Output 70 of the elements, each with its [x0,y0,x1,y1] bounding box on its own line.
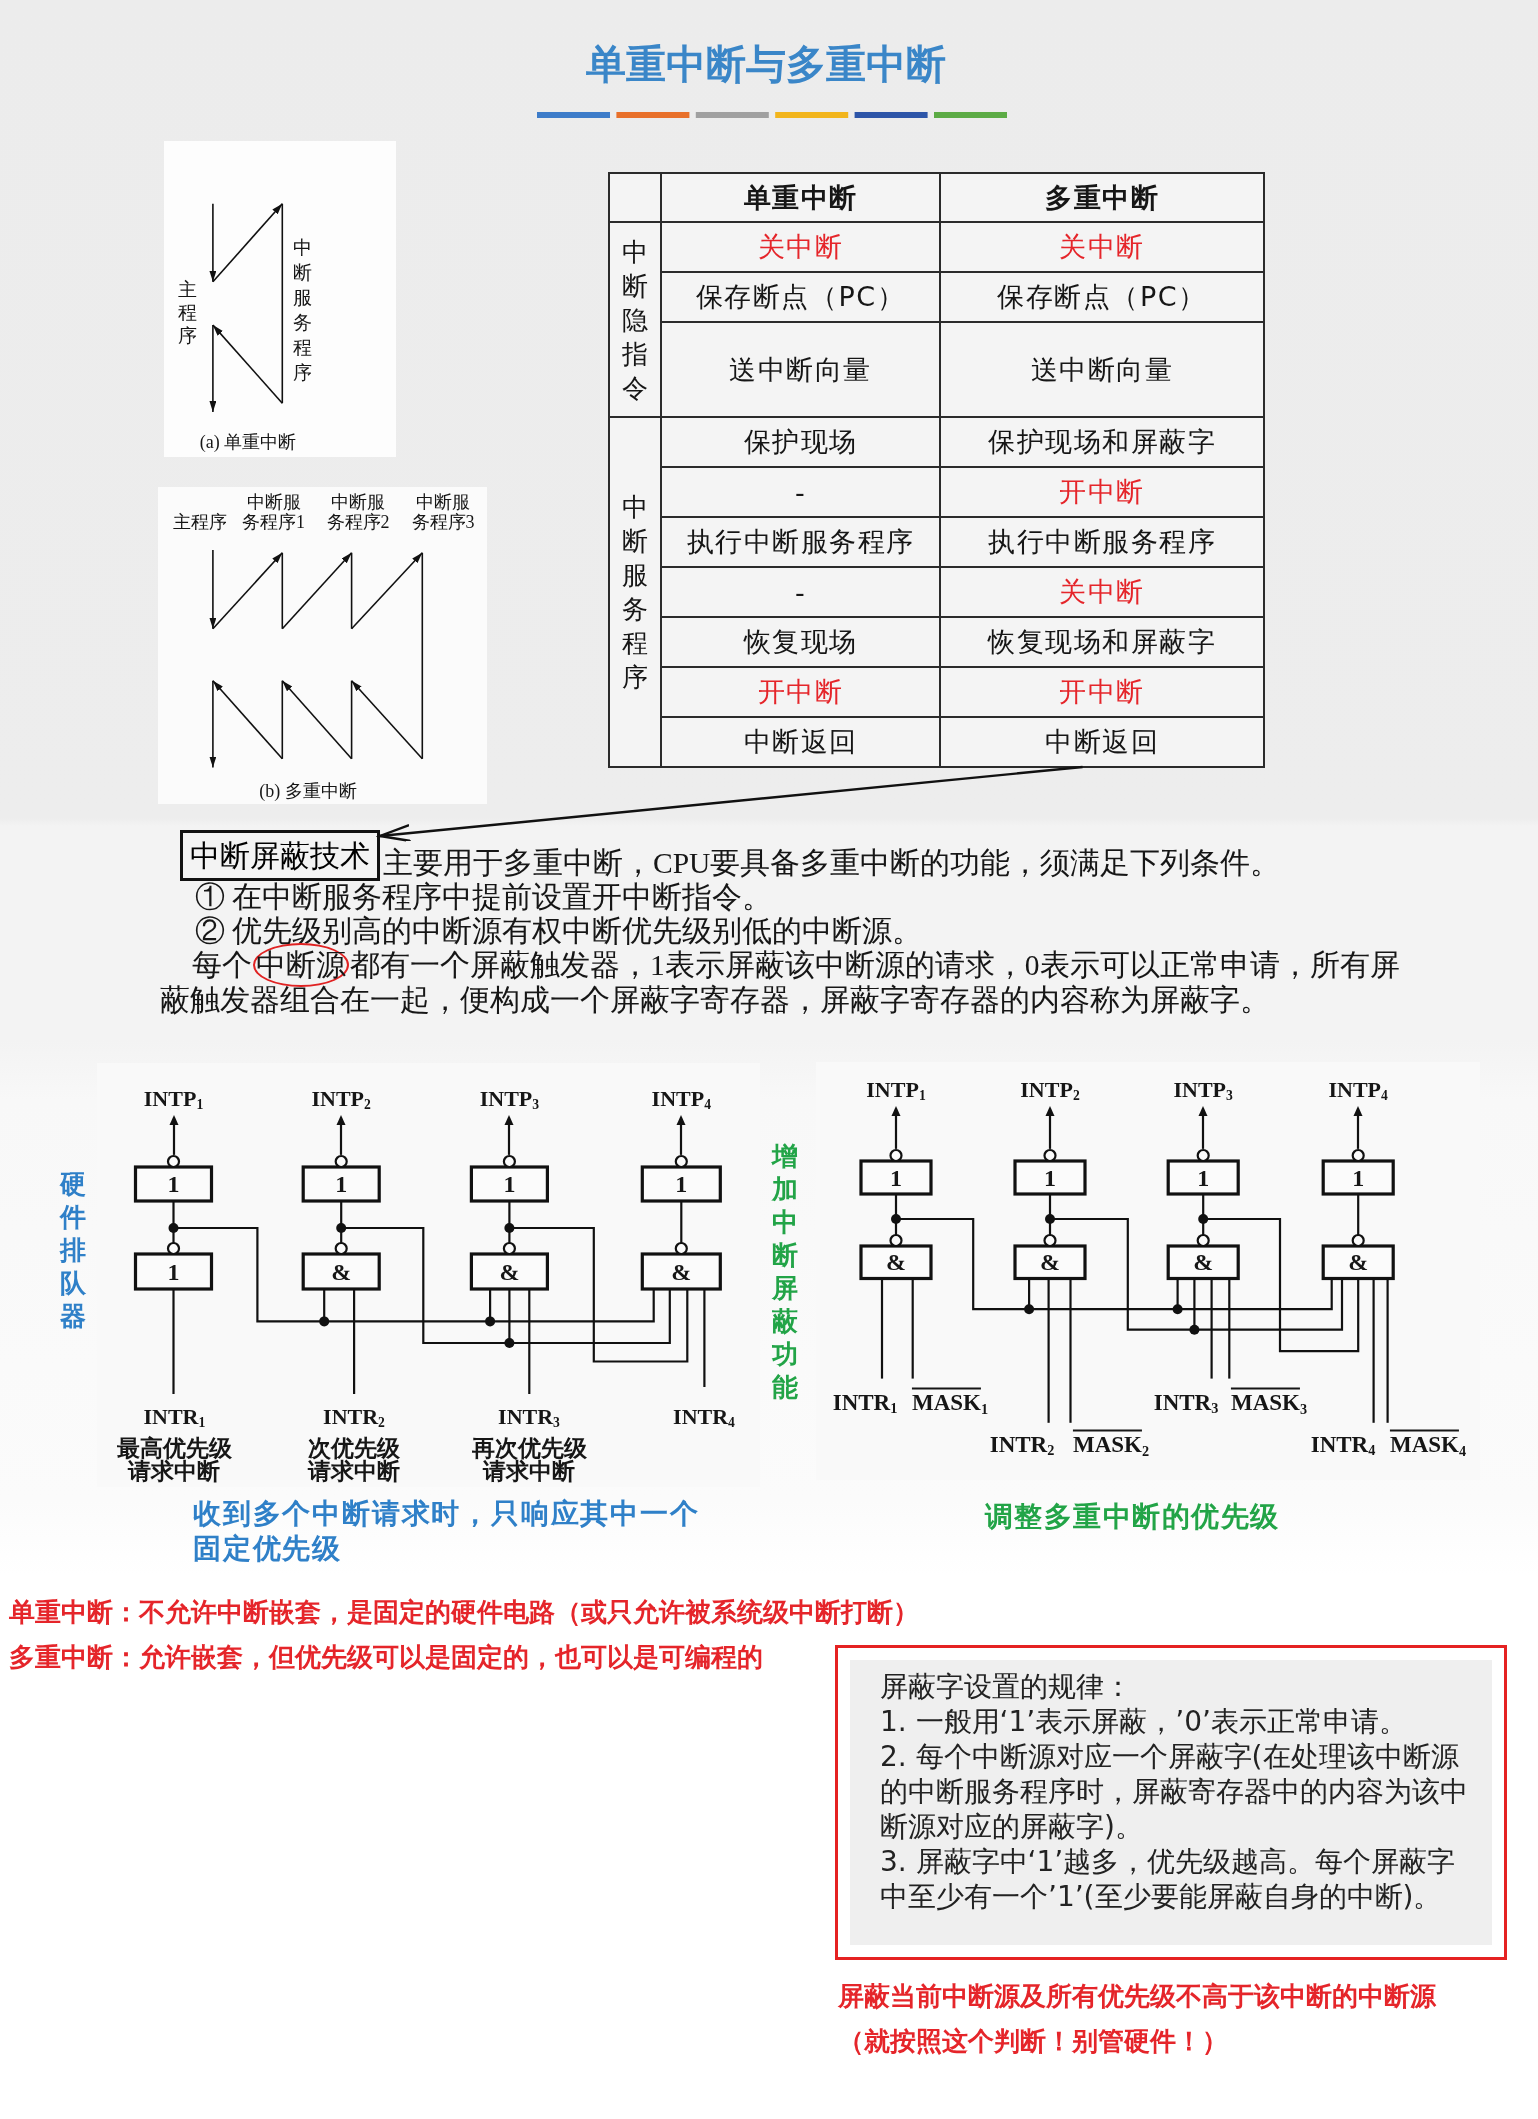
priority-note: 最高优先级请求中断 [115,1437,233,1483]
table-cell: 保护现场和屏蔽字 [940,417,1264,467]
note-text: 屏蔽当前中断源及所有优先级不高于该中断的中断源 [838,1979,1436,2013]
table-cell: - [661,567,940,617]
table-cell: 中断返回 [940,717,1264,767]
priority-note: 次优先级请求中断 [306,1437,401,1483]
column-header: 单重中断 [661,173,940,222]
paragraph-text: 主要用于多重中断，CPU要具备多重中断的功能，须满足下列条件。 [383,845,1281,881]
figure-label: 主程序 [176,277,198,347]
table-cell: 保护现场 [661,417,940,467]
side-label: 硬件排队器 [58,1167,87,1333]
signal-label: INTP$_{1}$ [143,1085,204,1113]
figure-label: 中断服务程序1 [241,492,307,532]
signal-label: INTP$_{4}$ [1328,1076,1388,1104]
priority-note: 再次优先级请求中断 [470,1437,588,1483]
signal-label: INTP$_{1}$ [866,1076,926,1104]
column-header: 多重中断 [940,173,1264,222]
note-text: （就按照这个判断！别管硬件！） [838,2024,1228,2058]
rule-text: 1. 一般用‘1’表示屏蔽，’0’表示正常申请。 [880,1704,1408,1739]
table-cell: 中断返回 [661,717,940,767]
figure-label: 中断服务程序2 [325,492,391,532]
row-header: 中断服务程序 [609,417,661,767]
signal-label: MASK$_{2}$ [1072,1430,1150,1459]
table-cell: 恢复现场 [661,617,940,667]
table-cell: 送中断向量 [661,322,940,417]
table-cell: 执行中断服务程序 [661,517,940,567]
note-text: 单重中断：不允许中断嵌套，是固定的硬件电路（或只允许被系统级中断打断） [9,1595,919,1629]
rules-panel [835,1645,1507,1960]
signal-label: INTR$_{1}$ [143,1403,206,1431]
table-cell: 开中断 [661,667,940,717]
figure-label: 中断服务程序3 [410,492,476,532]
table-cell: 送中断向量 [940,322,1264,417]
signal-label: INTR$_{4}$ [1310,1430,1376,1459]
signal-label: INTR$_{3}$ [498,1403,560,1431]
signal-label: INTR$_{2}$ [989,1430,1055,1459]
caption-text: 固定优先级 [193,1530,342,1566]
framed-term: 中断屏蔽技术 [180,830,380,881]
figure-caption: (b) 多重中断 [259,779,357,803]
signal-label: INTP$_{3}$ [479,1085,540,1113]
signal-label: INTR$_{2}$ [323,1403,385,1431]
table-cell: - [661,467,940,517]
signal-label: INTR$_{4}$ [673,1403,735,1431]
table-cell: 执行中断服务程序 [940,517,1264,567]
page-title: 单重中断与多重中断 [586,40,946,89]
table-cell: 关中断 [940,567,1264,617]
table-cell: 关中断 [661,222,940,272]
list-item: ① 在中断服务程序中提前设置开中断指令。 [195,879,773,915]
table-cell: 保存断点（PC） [661,272,940,322]
figure-label: 中断服务程序 [291,236,313,385]
table-cell: 开中断 [940,467,1264,517]
figure-caption: (a) 单重中断 [199,430,297,454]
row-header: 中断隐指令 [609,222,661,417]
table-cell: 关中断 [940,222,1264,272]
figure-label: 主程序 [173,510,227,534]
table-cell: 开中断 [940,667,1264,717]
note-text: 多重中断：允许嵌套，但优先级可以是固定的，也可以是可编程的 [9,1640,763,1674]
signal-label: INTP$_{3}$ [1173,1076,1233,1104]
rules-heading: 屏蔽字设置的规律： [880,1669,1133,1704]
table-cell: 恢复现场和屏蔽字 [940,617,1264,667]
caption-text: 收到多个中断请求时，只响应其中一个 [193,1495,700,1531]
signal-label: INTP$_{2}$ [311,1085,371,1113]
table-cell: 保存断点（PC） [940,272,1264,322]
rule-text: 2. 每个中断源对应一个屏蔽字(在处理该中断源的中断服务程序时，屏蔽寄存器中的内容为该中断源对应的屏蔽字)。 [880,1739,1469,1844]
caption-text: 调整多重中断的优先级 [984,1498,1280,1534]
signal-label: INTP$_{2}$ [1020,1076,1080,1104]
signal-label: INTP$_{4}$ [651,1085,711,1113]
side-label: 增加中断屏蔽功能 [770,1140,799,1404]
signal-label: MASK$_{4}$ [1389,1430,1467,1459]
arrow [378,765,1083,843]
rule-text: 3. 屏蔽字中‘1’越多，优先级越高。每个屏蔽字中至少有一个’1’(至少要能屏蔽自身的中断)。 [880,1844,1457,1914]
